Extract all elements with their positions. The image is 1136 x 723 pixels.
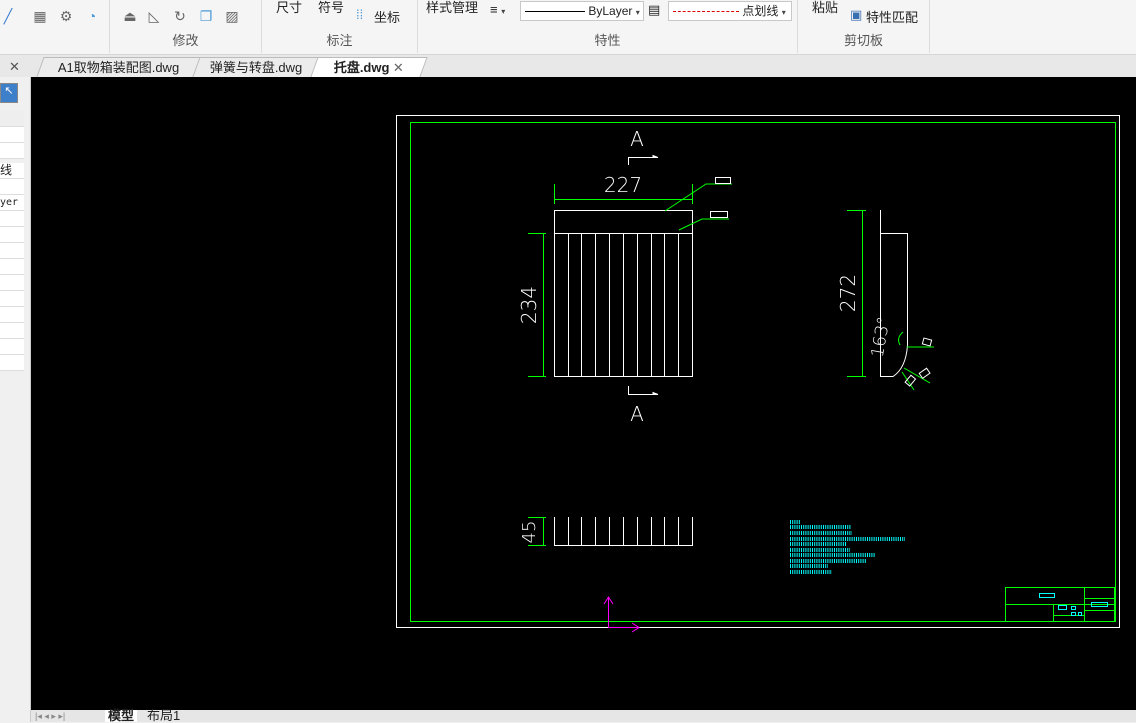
section-label-bottom: A — [630, 402, 644, 426]
dim-bottom: 45 — [519, 521, 540, 544]
group-label: 特性 — [594, 33, 621, 48]
tab-layout1[interactable]: 布局1 — [147, 708, 181, 723]
dimension-button[interactable]: 尺寸 — [276, 0, 303, 15]
layout-bar: |◂ ◂ ▸ ▸| 模型 布局1 — [31, 708, 1136, 723]
panel-row[interactable] — [0, 143, 24, 159]
copy-icon[interactable]: ❐ — [199, 8, 213, 24]
drawing: A A 227 234 272 163° 45 — [396, 115, 1120, 633]
lineweight-icon[interactable]: ≡ ▾ — [490, 2, 506, 17]
linetype-value: 点划线 — [742, 4, 779, 18]
group-label: 标注 — [326, 33, 353, 48]
side-leader-boxes — [904, 337, 933, 387]
panel-row[interactable] — [0, 211, 24, 227]
panel-row[interactable] — [0, 323, 24, 339]
bottom-view — [554, 517, 693, 546]
panel-row[interactable]: yer — [0, 195, 24, 211]
panel-row[interactable] — [0, 127, 24, 143]
linetype-icon: ▤ — [648, 2, 661, 17]
lineweight-value: ByLayer — [588, 4, 633, 18]
dim-side: 272 — [836, 274, 860, 312]
match-properties-icon: ▣ — [850, 7, 863, 22]
ribbon: ╱ ▦ ⚙ ◔ ⏏ ◺ ↻ ❐ ▨ 修改 尺寸 符号 ⁞⁞ 坐标 标注 样式管理… — [0, 0, 1136, 55]
title-block — [1005, 587, 1115, 622]
dim-angle: 163° — [868, 315, 895, 359]
group-label: 修改 — [172, 33, 199, 48]
panel-row[interactable] — [0, 355, 24, 371]
match-properties-button[interactable]: 特性匹配 — [866, 10, 919, 25]
bottom-dimensions — [528, 517, 546, 546]
panel-row[interactable] — [0, 179, 24, 195]
paste-button[interactable]: 粘贴 — [812, 0, 839, 15]
panel-row[interactable] — [0, 275, 24, 291]
section-label-top: A — [630, 127, 644, 151]
panel-row[interactable] — [0, 227, 24, 243]
tab-tray[interactable]: 托盘.dwg ✕ — [310, 57, 428, 77]
tab-model[interactable]: 模型 — [105, 709, 138, 722]
rotate-icon[interactable]: ↻ — [174, 8, 186, 24]
line-icon[interactable]: ╱ — [3, 8, 13, 24]
stretch-icon[interactable]: ⏏ — [123, 8, 137, 24]
panel-row[interactable] — [0, 307, 24, 323]
annotation-group: 尺寸 符号 ⁞⁞ 坐标 标注 — [262, 0, 418, 53]
modify-group: ⏏ ◺ ↻ ❐ ▨ 修改 — [110, 0, 262, 53]
dim-height: 234 — [517, 286, 541, 324]
clipboard-group: 粘贴 ▣ 特性匹配 剪切板 — [798, 0, 930, 53]
front-dimensions — [528, 183, 732, 377]
title-block-text — [1039, 593, 1108, 616]
group-icon[interactable]: ⚙ — [59, 8, 73, 24]
close-panel-icon[interactable]: ✕ — [9, 59, 20, 74]
document-tabs: ✕ A1取物箱装配图.dwg 弹簧与转盘.dwg 托盘.dwg ✕ — [0, 55, 1136, 77]
coord-icon: ⁞⁞ — [356, 7, 364, 22]
region-icon[interactable]: ▦ — [33, 8, 47, 24]
tab-a1[interactable]: A1取物箱装配图.dwg — [36, 57, 202, 77]
group-label: 剪切板 — [843, 33, 883, 48]
side-dimensions — [847, 210, 934, 391]
lineweight-select[interactable]: ByLayer ▾ — [520, 1, 644, 21]
frame-border — [410, 122, 1116, 622]
tab-spring[interactable]: 弹簧与转盘.dwg — [192, 57, 320, 77]
panel-header — [0, 111, 24, 127]
panel-row[interactable] — [0, 339, 24, 355]
side-view — [880, 210, 908, 377]
drawing-canvas[interactable]: A A 227 234 272 163° 45 — [31, 77, 1136, 710]
layout-nav-icons[interactable]: |◂ ◂ ▸ ▸| — [35, 711, 66, 721]
technical-notes — [790, 520, 905, 574]
linetype-select[interactable]: 点划线 ▾ — [668, 1, 792, 21]
ucs-icon — [603, 596, 640, 633]
properties-group: 样式管理 ≡ ▾ ByLayer ▾ ▤ 点划线 ▾ 特性 — [418, 0, 798, 53]
symbol-button[interactable]: 符号 — [318, 0, 345, 15]
coord-button[interactable]: 坐标 — [374, 10, 401, 25]
mirror-icon[interactable]: ◺ — [148, 8, 160, 24]
panel-row[interactable] — [0, 259, 24, 275]
dim-width: 227 — [604, 173, 642, 197]
panel-row[interactable] — [0, 243, 24, 259]
panel-row[interactable]: 线 — [0, 163, 24, 179]
close-tab-icon[interactable]: ✕ — [392, 60, 404, 75]
boundary-icon[interactable]: ◔ — [87, 8, 97, 24]
select-objects-icon[interactable]: ↖ — [0, 83, 18, 103]
panel-row[interactable] — [0, 291, 24, 307]
hatch-edit-icon[interactable]: ▨ — [225, 8, 239, 24]
front-view — [554, 157, 693, 395]
sheet-border — [396, 115, 1120, 628]
properties-panel: ↖ 线 yer — [0, 77, 31, 722]
style-manager-button[interactable]: 样式管理 — [426, 0, 479, 15]
draw-group: ╱ ▦ ⚙ ◔ — [0, 0, 110, 53]
